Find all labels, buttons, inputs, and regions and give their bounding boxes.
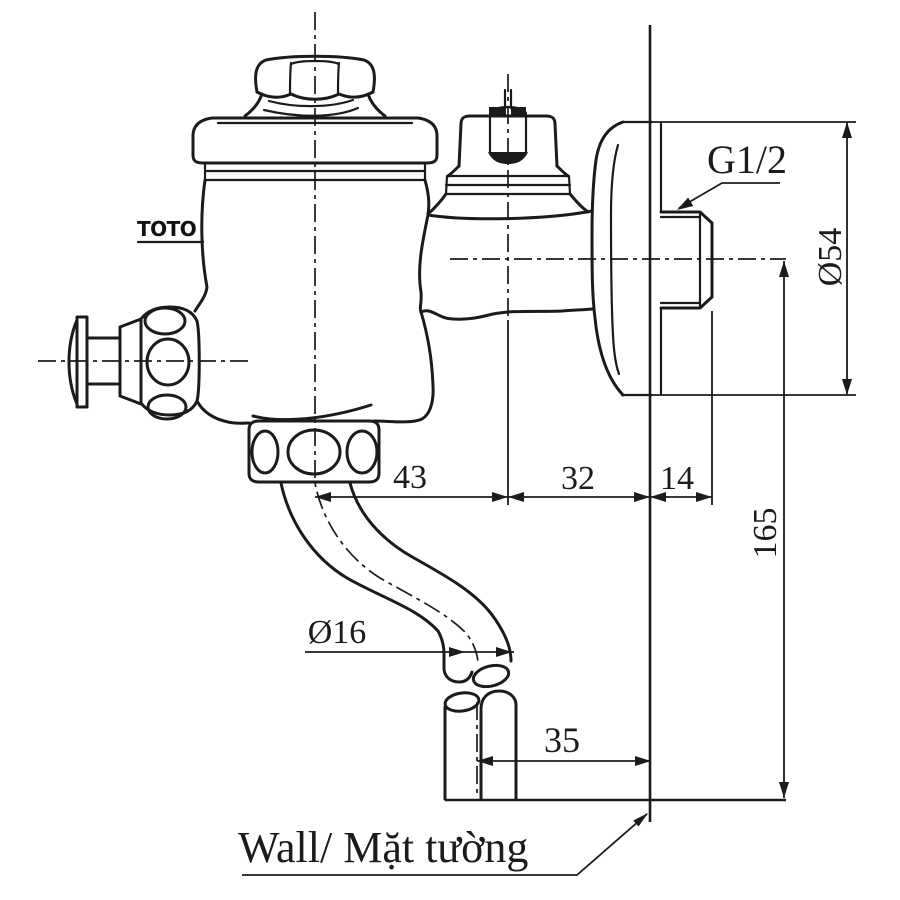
flange-outline [590,120,625,397]
nipple-thread-lines [659,215,701,305]
coupling-hole-middle [286,428,342,476]
brand-logo-text: TOTO [137,217,196,241]
arrow-32-left [508,492,524,502]
bonnet-boss-bowl [488,152,528,164]
coupling-outline [247,419,381,484]
arrow-o16-outer [496,647,512,657]
dim-label-o54: Ø54 [812,228,849,287]
dimension-pipe-diameter: Ø16 [305,614,514,657]
arm-bottom-edge [419,307,594,321]
arm-top-edge [426,209,594,221]
body-right-edge [372,178,435,424]
dimension-43-32-14: 43 32 14 [315,311,713,505]
inlet-bonnet [426,88,590,216]
button-stem [85,336,122,386]
arrow-o16-inner [449,647,465,657]
dim-label-14: 14 [660,460,694,497]
body-bottom-arc [251,403,373,422]
wall-callout: Wall/ Mặt tường [238,813,648,876]
flange-inner-contour [609,143,621,376]
arrow-o54-top [842,122,852,138]
button-cap [67,315,89,409]
spout-tip-arc [442,666,474,684]
bonnet-slot-marks [489,107,526,116]
hex-nut-bottom-edge [255,90,375,101]
pipe-top-opening [443,691,481,713]
body-left-edge [193,178,209,313]
valve-top-cap [191,54,439,182]
arrow-14-left [650,492,666,502]
wall-leader-line [242,813,648,876]
coupling-hole-left [250,429,280,475]
dim-label-32: 32 [561,460,595,497]
coupling-nut [247,403,381,484]
arrow-165-top [779,261,789,277]
dim-label-165: 165 [747,508,784,559]
arrow-g12 [677,197,694,210]
valve-body [193,178,594,424]
flange-top-bottom-edges [620,120,654,397]
wall-flange [590,120,663,397]
bell-neck [243,92,387,118]
bonnet-boss [488,105,528,155]
dim-label-35: 35 [544,720,580,760]
arrow-wall [633,813,648,827]
leader-line-g12 [678,182,780,209]
cap-rim-band [203,161,427,182]
pipe-right-top-arc [479,689,518,711]
socket-neck-bottom [195,399,251,425]
bonnet-stem-pin [503,88,513,110]
thread-callout: G1/2 [677,137,787,210]
bonnet-flange-band [444,174,572,196]
arrow-43-right [492,492,508,502]
nipple-outline [659,210,714,310]
pipe-vertical-edges [443,703,518,801]
handle-assembly [67,305,251,425]
socket-hole-top [143,306,187,336]
threaded-nipple [659,210,714,310]
socket-hole-bottom [146,393,188,421]
arrow-43-left [315,492,331,502]
lower-pipe [443,689,786,802]
arrow-35-right [635,756,651,766]
label-wall: Wall/ Mặt tường [238,823,528,872]
bonnet-outline [457,114,559,168]
outlet-spout [279,481,513,689]
arrow-o54-bottom [842,379,852,395]
hex-nut-outline [254,54,376,94]
dimension-flange-diameter: Ø54 [652,121,856,396]
stem-adapter [118,317,143,406]
arrow-35-left [477,756,493,766]
dimension-35: 35 [477,720,651,766]
valve-axis-centerline [314,12,479,795]
socket-hole-middle [145,337,191,387]
arrow-165-bottom [779,782,789,798]
arrow-32-right [634,492,650,502]
label-g12: G1/2 [707,137,787,182]
coupling-hole-right [345,429,379,475]
bell-shade-lines [262,98,360,117]
spout-right-edge [348,481,513,663]
dim-label-o16: Ø16 [308,614,367,651]
brand-mark: TOTO [136,217,205,244]
arrow-14-right [696,492,712,502]
hex-nut-facets [288,59,341,95]
centerlines [38,12,786,795]
dim-label-43: 43 [393,459,427,496]
bonnet-skirt-lower [426,192,590,216]
spout-tip-opening [471,663,511,689]
spout-left-edge [279,481,446,670]
dimension-165: 165 [747,261,789,798]
